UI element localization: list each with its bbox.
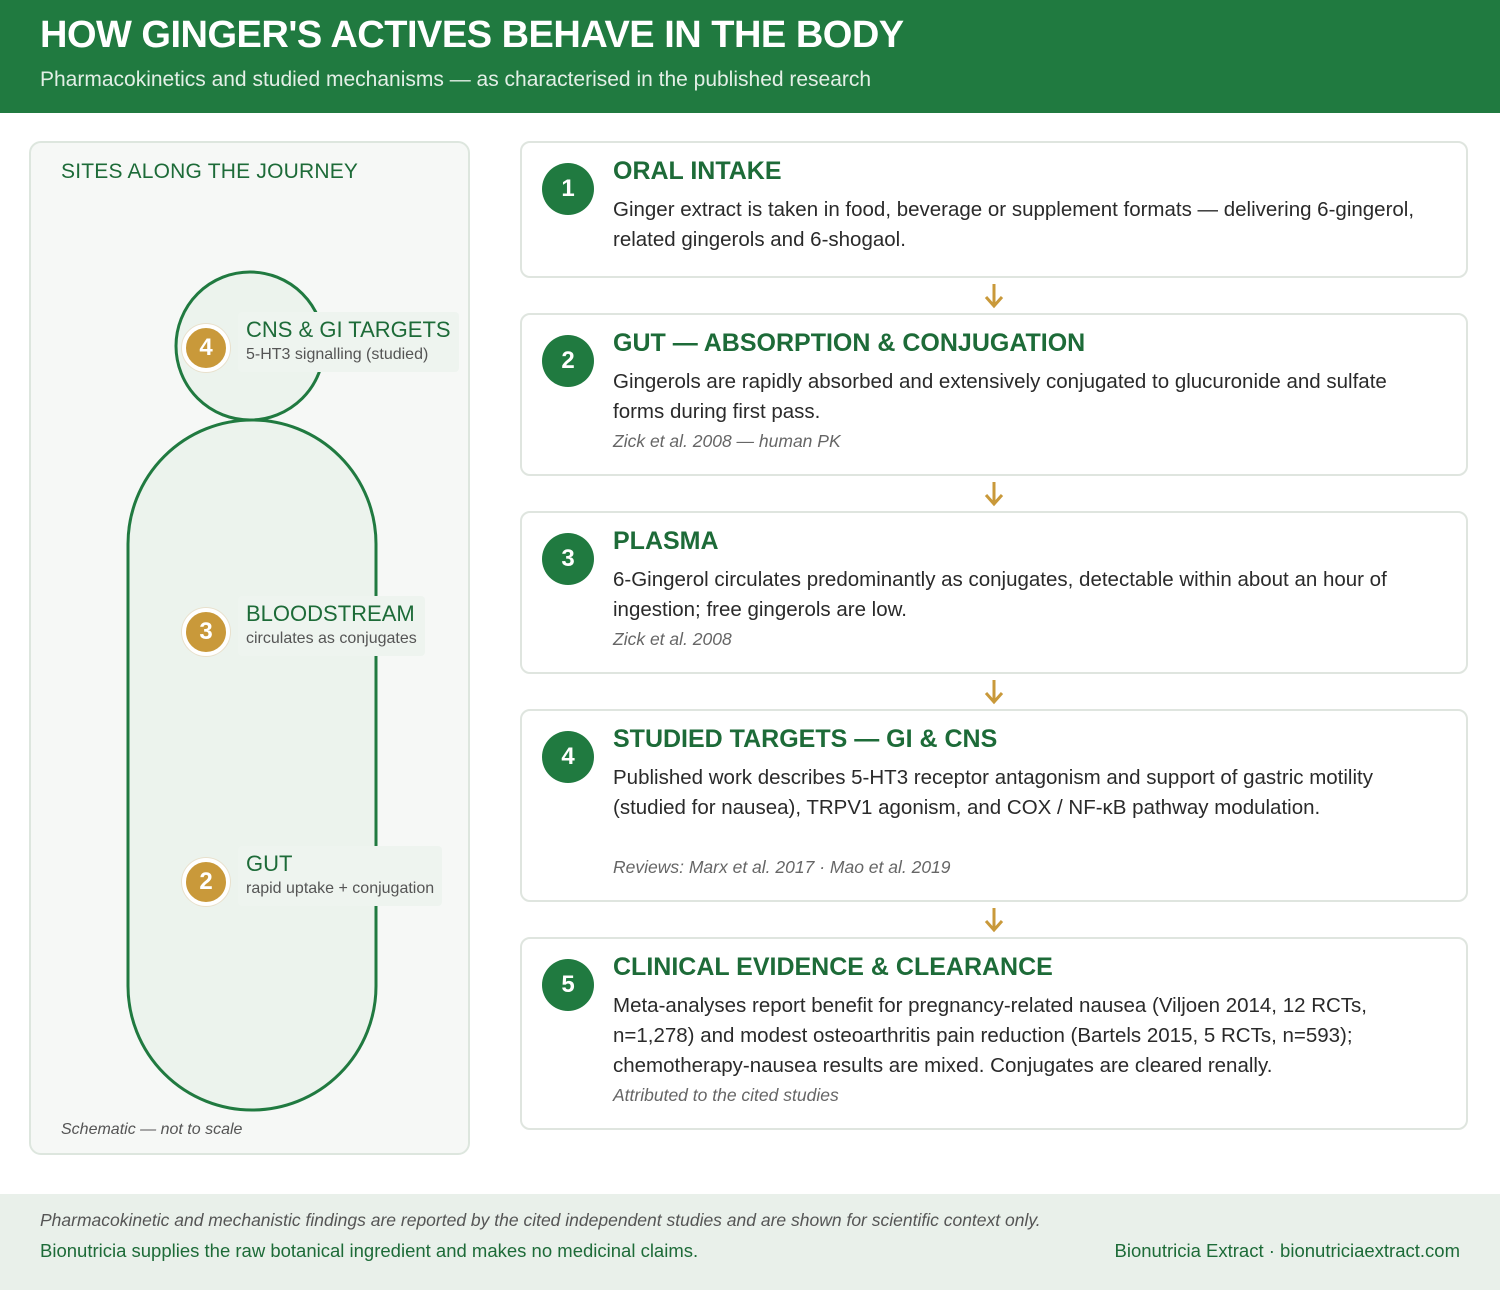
site-label: BLOODSTREAM circulates as conjugates (238, 596, 425, 656)
step-title: STUDIED TARGETS — GI & CNS (613, 725, 998, 753)
step-card-gut: 2 GUT — ABSORPTION & CONJUGATION Gingero… (520, 313, 1468, 476)
journey-panel: SITES ALONG THE JOURNEY 4 CNS & GI TARGE… (29, 141, 470, 1155)
step-card-oral-intake: 1 ORAL INTAKE Ginger extract is taken in… (520, 141, 1468, 278)
arrow-down-icon (984, 482, 1004, 507)
step-number: 3 (542, 533, 594, 585)
torso-outline (126, 418, 378, 1112)
step-citation: Zick et al. 2008 (613, 629, 732, 649)
page-subtitle: Pharmacokinetics and studied mechanisms … (40, 68, 872, 91)
step-card-clinical-evidence: 5 CLINICAL EVIDENCE & CLEARANCE Meta-ana… (520, 937, 1468, 1130)
schematic-note: Schematic — not to scale (61, 1121, 243, 1138)
footer-brand: Bionutricia Extract · bionutriciaextract… (1114, 1240, 1460, 1261)
footer: Pharmacokinetic and mechanistic findings… (0, 1194, 1500, 1290)
step-description: Published work describes 5-HT3 receptor … (613, 766, 1373, 819)
site-name: CNS & GI TARGETS (246, 317, 451, 342)
step-description: Gingerols are rapidly absorbed and exten… (613, 370, 1387, 423)
step-description: Ginger extract is taken in food, beverag… (613, 198, 1415, 251)
site-description: rapid uptake + conjugation (246, 880, 435, 897)
site-number-badge: 4 (182, 324, 230, 372)
site-description: circulates as conjugates (246, 630, 417, 647)
journey-panel-title: SITES ALONG THE JOURNEY (61, 160, 359, 183)
site-number-badge: 3 (182, 608, 230, 656)
step-number: 5 (542, 959, 594, 1011)
step-description: 6-Gingerol circulates predominantly as c… (613, 568, 1387, 621)
step-citation: Reviews: Marx et al. 2017 · Mao et al. 2… (613, 857, 951, 877)
page-title: HOW GINGER'S ACTIVES BEHAVE IN THE BODY (40, 14, 904, 56)
step-title: CLINICAL EVIDENCE & CLEARANCE (613, 953, 1053, 981)
step-citation: Attributed to the cited studies (613, 1085, 839, 1105)
step-card-plasma: 3 PLASMA 6-Gingerol circulates predomina… (520, 511, 1468, 674)
footer-disclaimer: Pharmacokinetic and mechanistic findings… (40, 1210, 1041, 1230)
site-name: BLOODSTREAM (246, 601, 415, 626)
site-label: GUT rapid uptake + conjugation (238, 846, 443, 906)
arrow-down-icon (984, 284, 1004, 309)
site-name: GUT (246, 851, 293, 876)
header: HOW GINGER'S ACTIVES BEHAVE IN THE BODY … (0, 0, 1500, 113)
step-title: ORAL INTAKE (613, 157, 782, 185)
step-title: GUT — ABSORPTION & CONJUGATION (613, 329, 1086, 357)
step-number: 4 (542, 731, 594, 783)
step-number: 1 (542, 163, 594, 215)
footer-claim: Bionutricia supplies the raw botanical i… (40, 1240, 699, 1261)
step-description: Meta-analyses report benefit for pregnan… (613, 994, 1367, 1077)
step-citation: Zick et al. 2008 — human PK (613, 431, 841, 451)
step-number: 2 (542, 335, 594, 387)
site-number-badge: 2 (182, 858, 230, 906)
site-label: CNS & GI TARGETS 5-HT3 signalling (studi… (238, 312, 459, 372)
site-description: 5-HT3 signalling (studied) (246, 346, 429, 363)
arrow-down-icon (984, 680, 1004, 705)
arrow-down-icon (984, 908, 1004, 933)
step-title: PLASMA (613, 527, 719, 555)
step-card-studied-targets: 4 STUDIED TARGETS — GI & CNS Published w… (520, 709, 1468, 902)
